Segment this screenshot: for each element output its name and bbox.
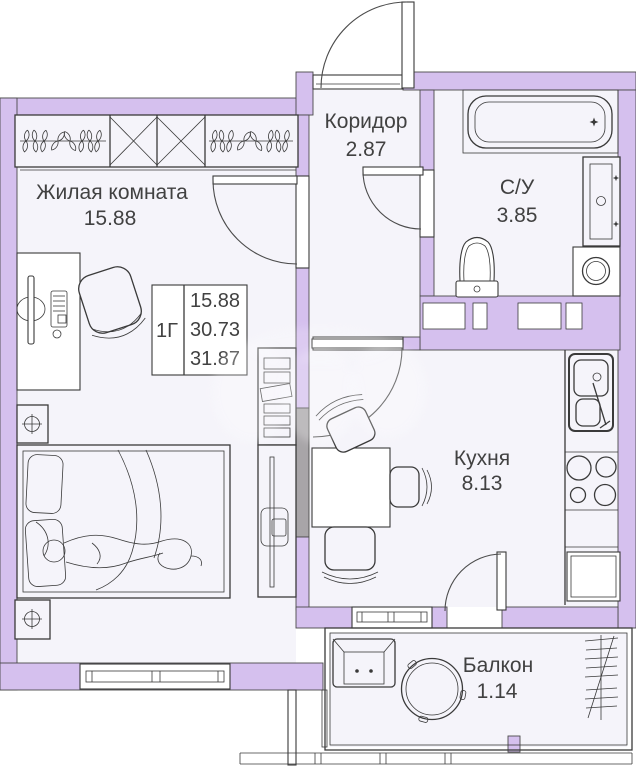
- corridor-floor: [310, 90, 420, 350]
- pillow: [24, 518, 67, 587]
- bathroom-door-leaf: [362, 166, 424, 176]
- fridge: [566, 551, 621, 602]
- dining-chair-right: [389, 466, 432, 508]
- balcony-walls: [239, 627, 633, 766]
- dining-chair-bottom: [321, 526, 379, 584]
- monitor: [27, 275, 35, 345]
- sink-drain: [592, 372, 602, 382]
- balcony-name: Балкон: [463, 654, 533, 677]
- bathroom-area: 3.85: [497, 204, 538, 227]
- living-room-door-swing-arc: [212, 179, 298, 265]
- dining-table: [311, 447, 391, 528]
- living-room-window: [79, 663, 231, 690]
- keyboard: [50, 290, 68, 328]
- bed: [16, 444, 231, 599]
- sink-faucet: [592, 382, 607, 426]
- balcony-side-wall: [287, 689, 297, 766]
- nightstand-lower: [14, 599, 51, 640]
- watermark: [212, 327, 426, 444]
- bathroom-door: [362, 166, 435, 238]
- living-room-name: Жилая комната: [36, 181, 188, 204]
- bathroom-name: С/У: [500, 176, 535, 199]
- pillow: [25, 454, 64, 514]
- tv-unit: [257, 444, 297, 598]
- tv-mount: [260, 507, 289, 547]
- entrance-door: [312, 1, 415, 90]
- mouse: [52, 329, 62, 339]
- living-room-door-leaf: [212, 175, 298, 185]
- stove: [566, 455, 617, 507]
- balcony-door-swing-arc: [444, 553, 502, 612]
- balcony-door: [444, 551, 507, 612]
- blanket-fold: [95, 449, 138, 591]
- washing-machine: [572, 246, 621, 297]
- blanket-fold: [145, 449, 162, 559]
- living-room-area: 15.88: [84, 207, 137, 230]
- vent-shafts: [422, 302, 583, 330]
- entrance-door-swing-arc: [320, 1, 408, 89]
- corridor-area: 2.87: [346, 138, 387, 161]
- balcony-armchair: [332, 638, 396, 688]
- person-sleeping: [35, 449, 202, 591]
- unit-info-box: 1Г 15.88 30.73 31.87: [151, 284, 248, 376]
- dining-chair-top: [315, 394, 376, 453]
- unit-area-living: 15.88: [190, 290, 240, 312]
- unit-area-total-balcony: 31.87: [190, 348, 240, 370]
- kitchen-counter: [564, 350, 618, 605]
- kitchen-door-leaf: [311, 338, 404, 349]
- office-chair: [78, 266, 146, 339]
- desk: [16, 252, 81, 391]
- balcony-area: 1.14: [477, 680, 518, 703]
- wardrobe: [14, 114, 299, 171]
- cabinet-handle: [596, 196, 606, 206]
- bathroom-door-swing-arc: [362, 170, 422, 230]
- bathroom-cabinet: [582, 156, 621, 247]
- kitchen-door: [311, 336, 404, 438]
- room-labels: Жилая комната 15.88 Коридор 2.87 С/У 3.8…: [36, 110, 537, 703]
- kitchen-sink: [568, 353, 614, 432]
- toilet: [455, 236, 499, 298]
- unit-area-total: 30.73: [190, 319, 240, 341]
- tv-screen: [269, 456, 275, 588]
- bathtub: [462, 89, 619, 154]
- kitchen-area: 8.13: [462, 472, 503, 495]
- corridor-name: Коридор: [325, 110, 408, 133]
- entrance-door-leaf: [401, 1, 415, 89]
- balcony-door-leaf: [496, 551, 507, 611]
- balcony-railing: [239, 752, 633, 765]
- nightstand-upper: [16, 404, 49, 444]
- unit-label: 1Г: [156, 320, 178, 342]
- living-room-door: [212, 175, 310, 269]
- drying-rack: [584, 635, 619, 720]
- kitchen-window: [351, 606, 433, 629]
- balcony-round-table: [400, 657, 467, 723]
- kitchen-name: Кухня: [454, 447, 510, 470]
